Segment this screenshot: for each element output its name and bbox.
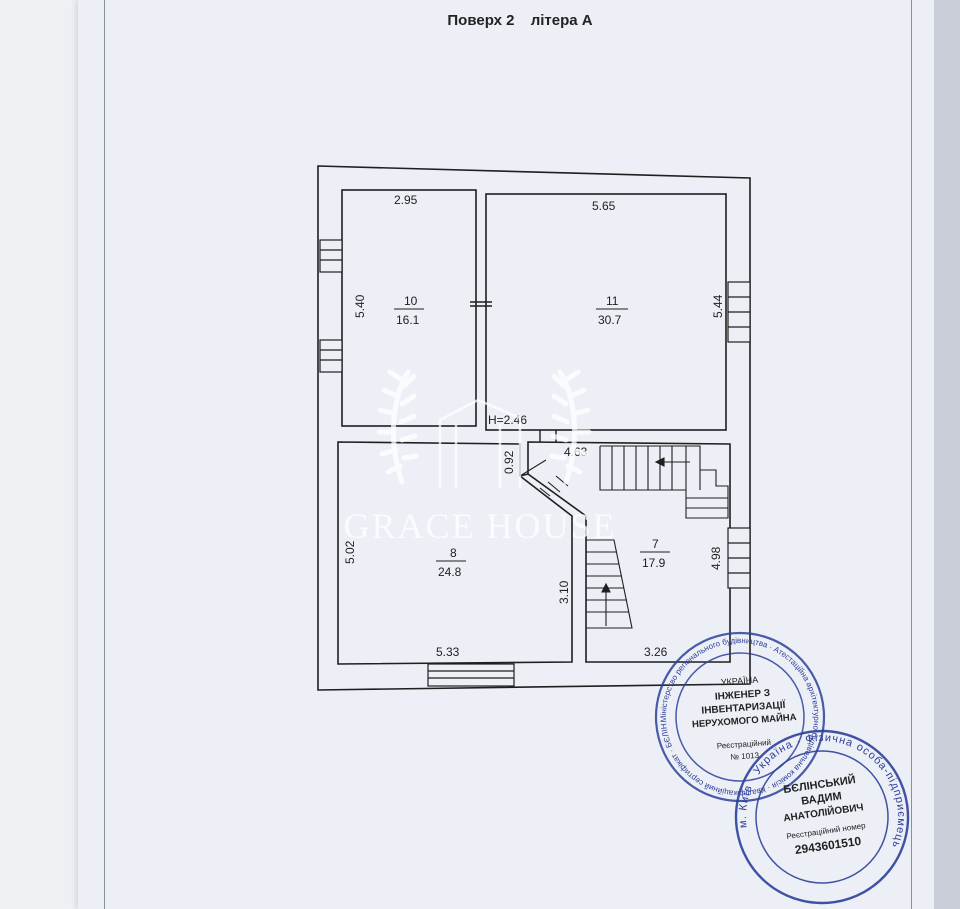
room-11-area: 30.7 (598, 313, 622, 327)
watermark-text: GRACE HOUSE (343, 506, 616, 546)
ceiling-height: H=2.46 (488, 413, 527, 427)
upper-staircase (599, 445, 729, 519)
lower-staircase (519, 459, 633, 629)
laurel-right-icon (549, 369, 592, 485)
room-11-length: 5.44 (711, 294, 725, 318)
stamp1-line-1: УКРАЇНА (720, 675, 758, 688)
floor-label: Поверх 2 (447, 12, 515, 29)
room-11-width: 5.65 (592, 199, 616, 213)
room-10-outline (341, 189, 477, 427)
window-south (427, 663, 515, 687)
watermark: GRACE HOUSE (343, 369, 616, 546)
room-11-outline (485, 193, 727, 431)
window-west-1 (319, 239, 343, 273)
room-10-length: 5.40 (353, 294, 367, 318)
spiral-binding (934, 0, 960, 909)
windows (319, 239, 751, 687)
previous-page (0, 0, 80, 909)
room-8-length: 5.02 (343, 540, 357, 564)
house-logo-icon (438, 398, 522, 488)
corridor-width: 0.92 (502, 450, 516, 474)
room-8-area: 24.8 (438, 565, 462, 579)
room-8-width: 5.33 (436, 645, 460, 659)
room-8-extra: 3.10 (557, 580, 571, 604)
stamp1-line-6: № 1013 (730, 751, 760, 762)
room-10-number: 10 (404, 294, 418, 308)
outer-wall (317, 165, 751, 691)
room-10-area: 16.1 (396, 313, 420, 327)
room-8-number: 8 (450, 546, 457, 560)
stamp2-line-2: ВАДИМ (801, 790, 843, 808)
room-7-number: 7 (652, 537, 659, 551)
room-7-area: 17.9 (642, 556, 666, 570)
letter-label: літера А (530, 12, 593, 29)
room-7-length: 4.98 (709, 546, 723, 570)
window-west-2 (319, 339, 343, 373)
laurel-left-icon (376, 369, 419, 485)
room-7-width: 3.26 (644, 645, 668, 659)
room-10-width: 2.95 (394, 193, 418, 207)
room-11-number: 11 (606, 294, 619, 308)
door-10-11 (470, 301, 492, 307)
page-title: Поверх 2 літера А (0, 12, 960, 29)
stamp1-line-2: ІНЖЕНЕР З (715, 688, 771, 703)
page-frame (104, 0, 912, 909)
entrepreneur-stamp: БЄЛІНСЬКИЙ ВАДИМ АНАТОЛІЙОВИЧ Реєстрацій… (726, 721, 912, 905)
stamp1-line-5: Реєстраційний (717, 738, 772, 751)
